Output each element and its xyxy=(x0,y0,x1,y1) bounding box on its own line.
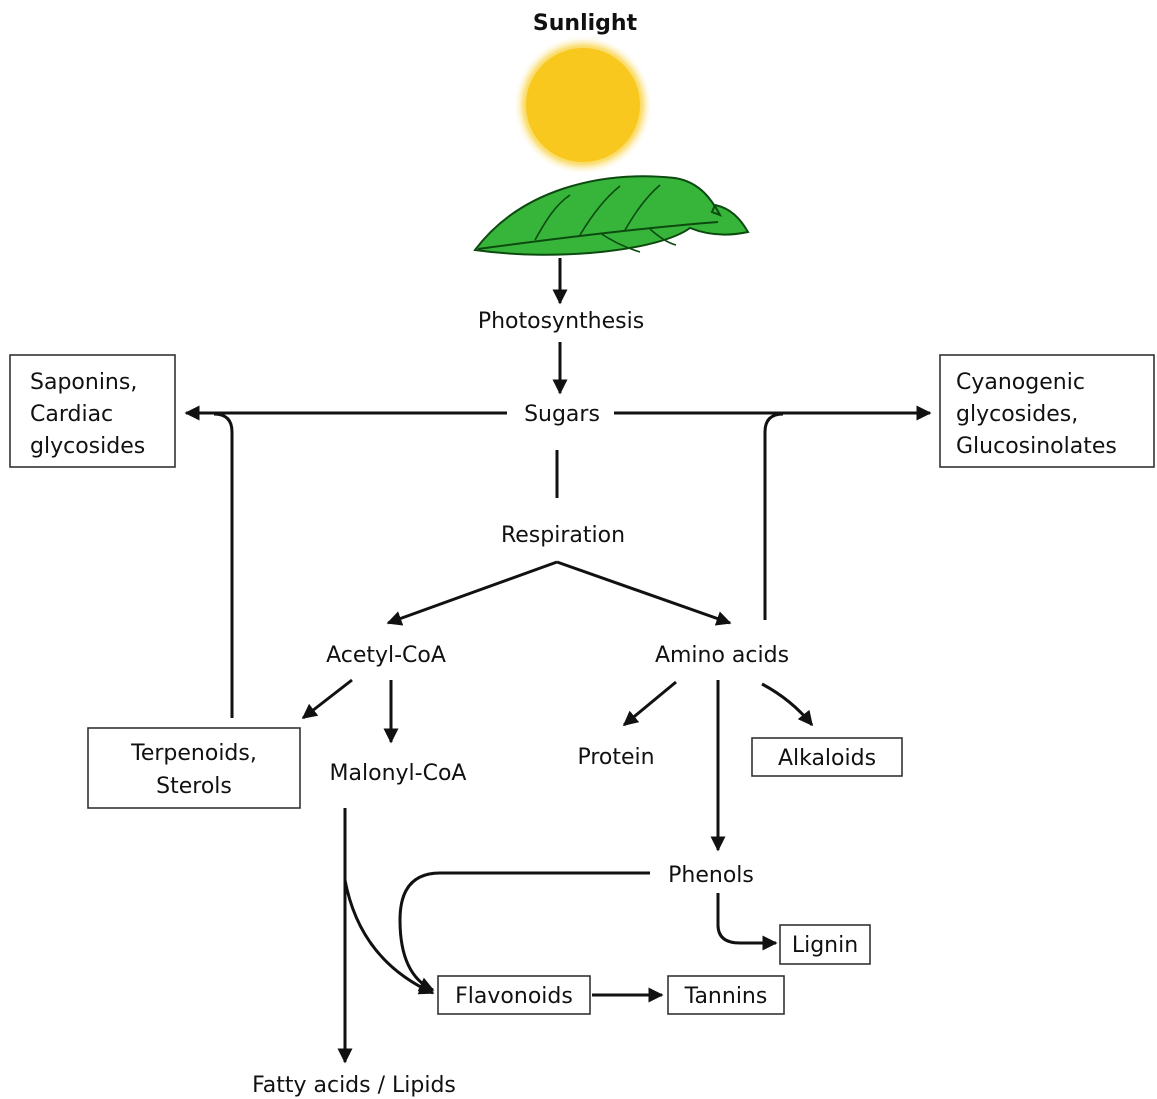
phenols-label: Phenols xyxy=(668,863,754,888)
alkaloids-box: Alkaloids xyxy=(751,737,903,777)
photosynthesis-label: Photosynthesis xyxy=(478,309,644,334)
lignin-box: Lignin xyxy=(779,924,871,965)
respiration-label: Respiration xyxy=(501,523,625,548)
terpenoids-line-1: Terpenoids, xyxy=(130,741,257,766)
arrow-acetyl-to-terpenoids xyxy=(301,678,353,720)
cyanogenic-line-1: Cyanogenic xyxy=(956,370,1085,395)
acetyl-coa-label: Acetyl-CoA xyxy=(326,643,446,668)
arrow-phenols-to-flavonoids xyxy=(398,871,650,992)
flavonoids-label: Flavonoids xyxy=(455,984,573,1009)
saponins-box: Saponins, Cardiac glycosides xyxy=(9,354,176,468)
flavonoids-box: Flavonoids xyxy=(437,975,591,1015)
amino-acids-label: Amino acids xyxy=(655,643,789,668)
fatty-acids-label: Fatty acids / Lipids xyxy=(252,1073,456,1098)
arrow-respiration-to-acetyl-coa xyxy=(386,560,558,626)
arrow-amino-to-alkaloids xyxy=(761,682,814,727)
arrow-phenols-to-lignin xyxy=(716,893,778,951)
malonyl-coa-label: Malonyl-CoA xyxy=(330,761,467,786)
cyanogenic-box: Cyanogenic glycosides, Glucosinolates xyxy=(939,354,1155,468)
sun-icon xyxy=(526,48,640,162)
cyanogenic-line-2: glycosides, xyxy=(956,402,1078,427)
line-terpenoids-to-saponins xyxy=(213,412,234,718)
arrow-malonyl-to-flavonoids xyxy=(343,879,435,995)
lignin-label: Lignin xyxy=(792,933,858,958)
terpenoids-line-2: Sterols xyxy=(156,774,232,799)
tannins-label: Tannins xyxy=(684,984,768,1009)
terpenoids-box: Terpenoids, Sterols xyxy=(87,727,301,809)
arrow-respiration-to-amino-acids xyxy=(556,560,732,626)
saponins-line-1: Saponins, xyxy=(30,370,137,395)
alkaloids-label: Alkaloids xyxy=(778,746,876,771)
saponins-line-2: Cardiac xyxy=(30,402,113,427)
cyanogenic-line-3: Glucosinolates xyxy=(956,434,1117,459)
tannins-box: Tannins xyxy=(667,975,785,1015)
line-amino-acids-to-cyanogenic xyxy=(763,412,784,620)
sugars-label: Sugars xyxy=(524,402,600,427)
saponins-line-3: glycosides xyxy=(30,434,145,459)
leaf-icon xyxy=(473,175,750,256)
protein-label: Protein xyxy=(577,745,654,770)
sunlight-label: Sunlight xyxy=(533,11,638,36)
arrow-amino-to-protein xyxy=(622,680,677,727)
